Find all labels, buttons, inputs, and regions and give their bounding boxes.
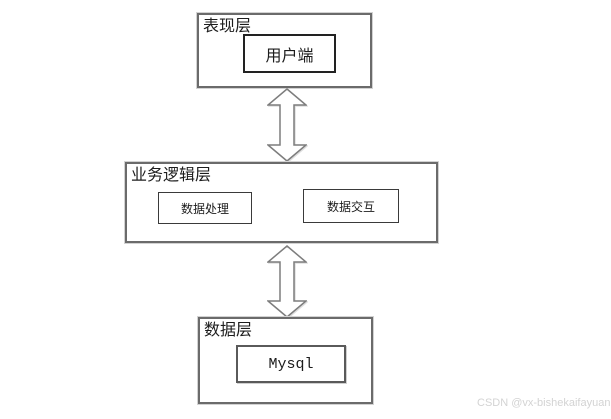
- node-client-label: 用户端: [265, 45, 314, 65]
- node-data-processing-label: 数据处理: [180, 201, 229, 216]
- double-arrow-icon: [265, 245, 309, 318]
- node-data-interaction: 数据交互: [303, 189, 399, 223]
- watermark: CSDN @vx-bishekaifayuan: [477, 397, 611, 409]
- node-client: 用户端: [243, 34, 336, 73]
- connector-business-data: [265, 245, 309, 322]
- layer-business-logic: 业务逻辑层 数据处理 数据交互: [124, 161, 439, 244]
- double-arrow-icon: [265, 88, 309, 162]
- connector-presentation-business: [265, 88, 309, 166]
- node-mysql-label: Mysql: [268, 355, 314, 373]
- node-mysql: Mysql: [236, 345, 346, 383]
- layer-presentation-label: 表现层: [203, 16, 252, 35]
- layer-data: 数据层 Mysql: [197, 316, 374, 405]
- node-data-interaction-label: 数据交互: [326, 199, 375, 214]
- layer-presentation: 表现层 用户端: [196, 12, 373, 89]
- layer-data-label: 数据层: [204, 320, 253, 339]
- node-data-processing: 数据处理: [158, 192, 252, 224]
- layer-business-logic-label: 业务逻辑层: [131, 165, 212, 184]
